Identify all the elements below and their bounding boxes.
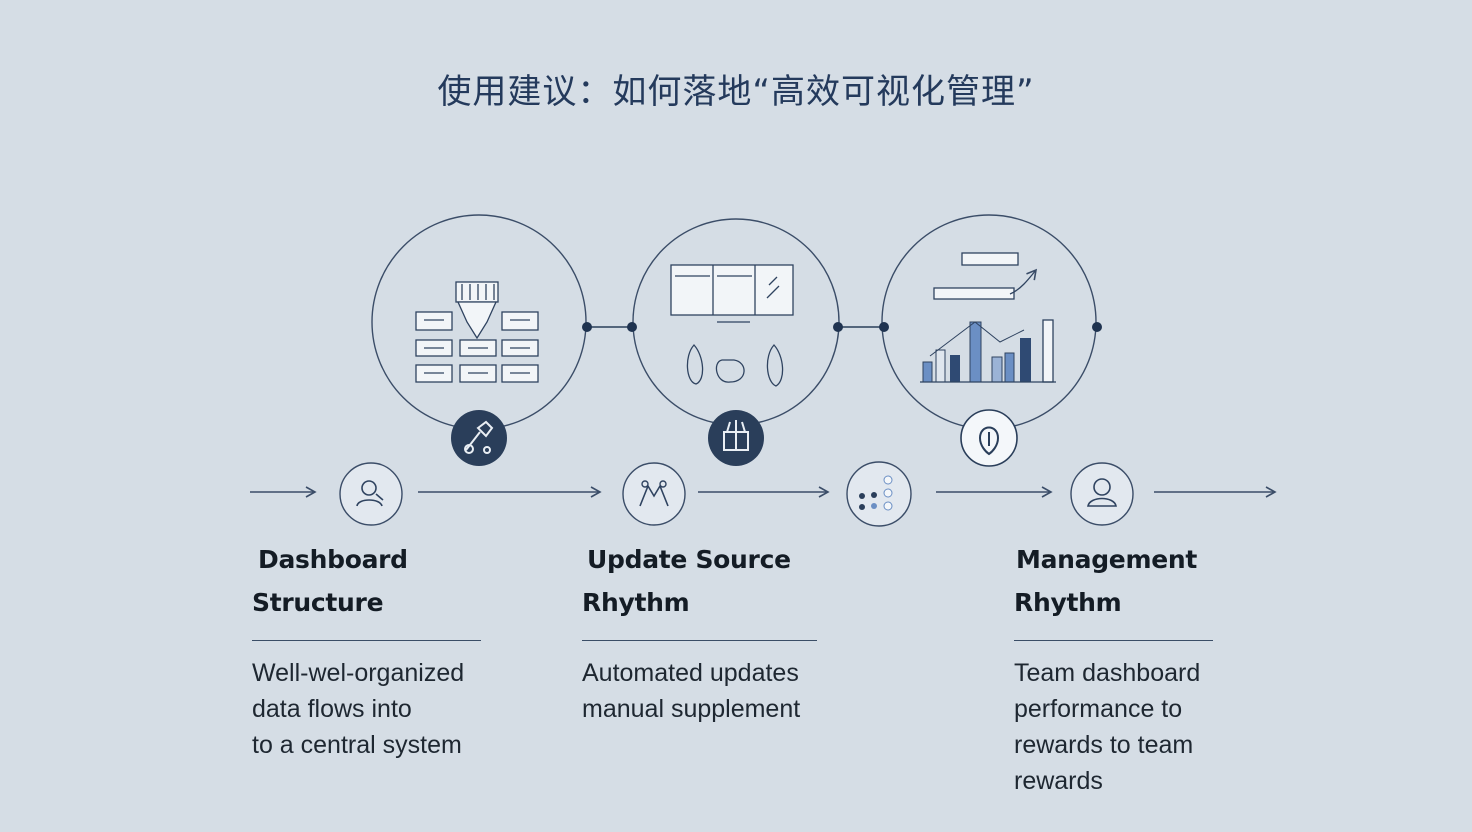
touch-icon [960, 409, 1018, 467]
column-title: Management Rhythm [1014, 538, 1244, 624]
dashboard-grid-icon [415, 281, 539, 383]
stage-circle-3 [881, 214, 1097, 430]
circle-connector-2 [833, 322, 889, 332]
end-dot [1092, 322, 1102, 332]
person-icon [339, 462, 403, 526]
circle-connector-1 [582, 322, 637, 332]
column-title-line2: Rhythm [582, 588, 690, 617]
column-divider [582, 640, 817, 641]
column-title-line2: Structure [252, 588, 384, 617]
dots-icon [846, 461, 912, 527]
column-dashboard-structure: Dashboard Structure Well-wel-organized d… [252, 538, 484, 763]
column-title-line1: Update Source [587, 545, 791, 574]
tools-icon [451, 410, 507, 466]
user-icon [1070, 462, 1134, 526]
column-description: Automated updates manual supplement [582, 659, 801, 723]
page-title: 使用建议：如何落地“高效可视化管理” [437, 72, 1035, 112]
column-description: Team dashboard performance to rewards to… [1014, 659, 1201, 795]
bar-chart-icon [920, 252, 1056, 383]
column-title: Dashboard Structure [252, 538, 484, 624]
column-title: Update Source Rhythm [582, 538, 852, 624]
column-divider [1014, 640, 1213, 641]
column-divider [252, 640, 481, 641]
box-icon [708, 410, 764, 466]
column-description: Well-wel-organized data flows into to a … [252, 659, 465, 759]
column-title-line1: Dashboard [258, 545, 408, 574]
update-screens-icon [670, 264, 794, 387]
hands-icon [622, 462, 686, 526]
column-title-line1: Management [1016, 545, 1198, 574]
column-title-line2: Rhythm [1014, 588, 1122, 617]
column-update-source-rhythm: Update Source Rhythm Automated updates m… [582, 538, 852, 727]
column-management-rhythm: Management Rhythm Team dashboard perform… [1014, 538, 1244, 799]
